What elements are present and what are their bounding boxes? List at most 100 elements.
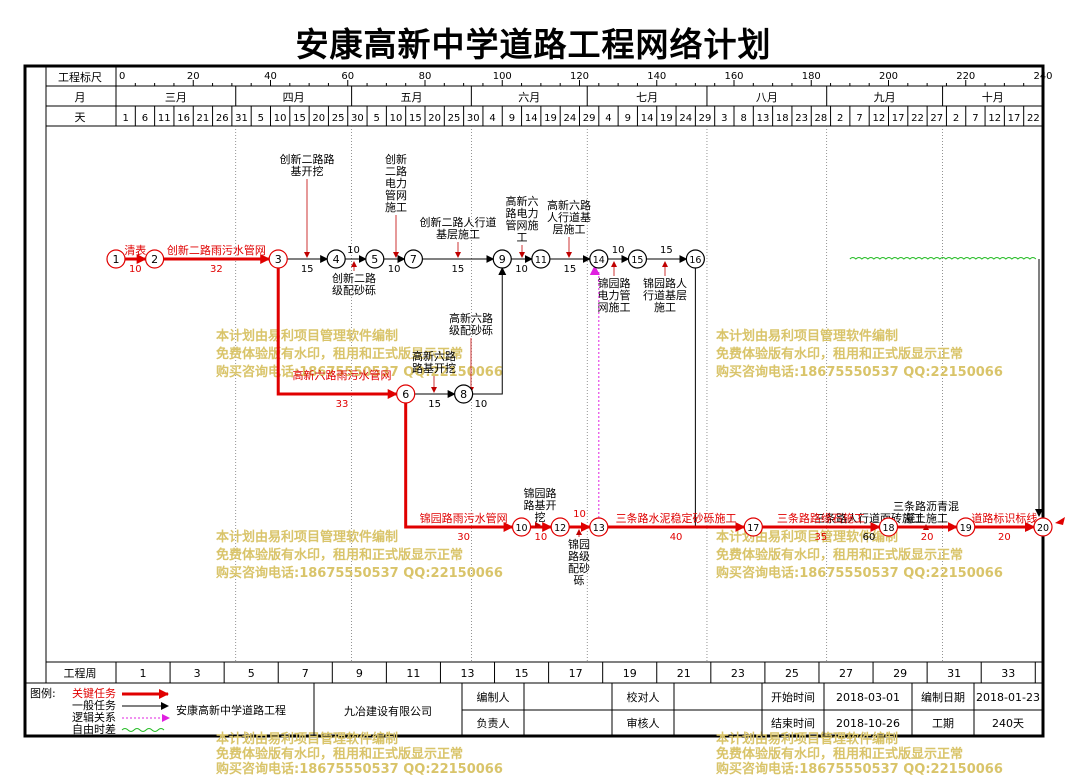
task-duration: 60: [863, 532, 876, 543]
day-label-item: 25: [332, 113, 345, 124]
day-label-item: 6: [142, 113, 148, 124]
day-label-item: 7: [972, 113, 978, 124]
svg-text:免费体验版有水印，租用和正式版显示正常: 免费体验版有水印，租用和正式版显示正常: [216, 746, 463, 762]
day-label-item: 15: [409, 113, 422, 124]
task-duration: 15: [301, 264, 314, 275]
task-duration: 32: [210, 264, 223, 275]
svg-text:本计划由易利项目管理软件编制: 本计划由易利项目管理软件编制: [216, 529, 398, 545]
svg-text:购买咨询电话:18675550537 QQ:22150066: 购买咨询电话:18675550537 QQ:22150066: [216, 364, 503, 380]
task-duration: 10: [475, 399, 488, 410]
event-node-number: 6: [402, 388, 409, 401]
task-name-label: 高新六路人行道基层施工: [547, 198, 591, 236]
event-node: [878, 517, 899, 537]
task-duration: 33: [336, 399, 349, 410]
task-name-label: 清表: [124, 243, 146, 257]
event-node: [685, 249, 705, 269]
event-node-number: 16: [689, 255, 701, 266]
scale-tick-label: 180: [802, 71, 821, 82]
legend-start-label: 开始时间: [771, 690, 815, 704]
day-label-item: 19: [544, 113, 557, 124]
svg-text:本计划由易利项目管理软件编制: 本计划由易利项目管理软件编制: [216, 328, 398, 344]
legend-label: 图例:: [30, 686, 56, 700]
task-name-label: 高新六路路基开挖: [412, 349, 456, 375]
day-label-item: 1: [122, 113, 128, 124]
event-node-number: 3: [275, 253, 282, 266]
task-arrow: [404, 403, 514, 532]
week-label-item: 27: [839, 667, 853, 680]
legend-logic-label: 逻辑关系: [72, 710, 116, 724]
day-label-item: 4: [605, 113, 611, 124]
week-label-item: 29: [893, 667, 907, 680]
day-label-item: 17: [1008, 113, 1021, 124]
task-duration: 30: [457, 532, 470, 543]
task-duration: 10: [535, 532, 548, 543]
day-label-item: 24: [679, 113, 692, 124]
task-name-label: 三条路沥青混凝土施工: [893, 499, 959, 525]
week-label-item: 11: [406, 667, 420, 680]
day-label-item: 11: [158, 113, 171, 124]
watermark-6: 本计划由易利项目管理软件编制 免费体验版有水印，租用和正式版显示正常 购买咨询电…: [716, 731, 1003, 777]
svg-text:本计划由易利项目管理软件编制: 本计划由易利项目管理软件编制: [216, 731, 398, 747]
task-name-label: 锦园路电力管网施工: [598, 276, 631, 314]
task-name-label: 道路标识标线: [971, 511, 1037, 525]
day-label-item: 9: [509, 113, 515, 124]
day-label-item: 9: [625, 113, 631, 124]
task-duration: 15: [428, 399, 441, 410]
week-label-item: 19: [623, 667, 637, 680]
event-node-number: 20: [1037, 523, 1049, 534]
svg-text:购买咨询电话:18675550537 QQ:22150066: 购买咨询电话:18675550537 QQ:22150066: [716, 761, 1003, 777]
task-name-label: 三条路路缘石施工: [777, 511, 865, 525]
task-name-label: 创新二路人行道基层施工: [420, 215, 497, 241]
task-duration: 15: [660, 245, 673, 256]
svg-text:免费体验版有水印，租用和正式版显示正常: 免费体验版有水印，租用和正式版显示正常: [716, 547, 963, 563]
legend-start-value: 2018-03-01: [836, 691, 900, 704]
task-name-label: 锦园路路基开挖: [524, 486, 557, 524]
event-node-number: 7: [410, 253, 417, 266]
legend-critical-label: 关键任务: [72, 686, 116, 700]
legend-end-value: 2018-10-26: [836, 717, 900, 730]
task-name-label: 高新六路雨污水管网: [292, 368, 391, 382]
legend-proofreader: 校对人: [627, 690, 660, 704]
legend-normal-label: 一般任务: [72, 699, 116, 712]
day-label-item: 17: [892, 113, 905, 124]
event-node-number: 12: [554, 523, 566, 534]
day-label-item: 23: [795, 113, 808, 124]
week-label-item: 3: [194, 667, 201, 680]
legend: 图例: 关键任务 一般任务 逻辑关系 自由时差 安康高新中学道路工程 九冶建设有…: [30, 683, 1043, 736]
event-node: [743, 517, 763, 537]
event-node-number: 4: [333, 253, 340, 266]
day-label-item: 30: [467, 113, 480, 124]
month-label-item: 五月: [400, 91, 422, 104]
month-label-item: 九月: [874, 91, 896, 104]
day-label-item: 22: [911, 113, 924, 124]
task-name-label: 三条路人行道面砖施工: [814, 511, 924, 525]
legend-duration-label: 工期: [932, 717, 954, 730]
day-label-item: 5: [258, 113, 264, 124]
month-label-item: 八月: [756, 91, 778, 104]
event-node-number: 15: [631, 255, 643, 266]
task-duration: 10: [515, 264, 528, 275]
scale-tick-label: 60: [341, 71, 354, 82]
svg-text:免费体验版有水印，租用和正式版显示正常: 免费体验版有水印，租用和正式版显示正常: [716, 346, 963, 362]
event-node-number: 2: [151, 253, 158, 266]
task-name-label: 锦园路人行道基层施工: [643, 276, 687, 314]
scale-tick-label: 200: [879, 71, 898, 82]
day-label-item: 20: [312, 113, 325, 124]
day-label: 天: [75, 111, 86, 124]
network-body: 10清表32创新二路雨污水管网15创新二路路基开挖10创新二路级配砂砾10创新二…: [106, 152, 1065, 587]
day-label-item: 31: [235, 113, 248, 124]
svg-text:免费体验版有水印，租用和正式版显示正常: 免费体验版有水印，租用和正式版显示正常: [716, 746, 963, 762]
task-name-label: 锦园路级配砂砾: [568, 537, 590, 587]
day-label-item: 24: [563, 113, 576, 124]
task-duration: 10: [388, 264, 401, 275]
scale-tick-label: 80: [419, 71, 432, 82]
day-label-item: 19: [660, 113, 673, 124]
watermark-2: 本计划由易利项目管理软件编制 免费体验版有水印，租用和正式版显示正常 购买咨询电…: [716, 328, 1003, 380]
day-label-item: 2: [837, 113, 843, 124]
scale-tick-label: 40: [264, 71, 277, 82]
scale-tick-label: 140: [647, 71, 666, 82]
scale-tick-label: 100: [493, 71, 512, 82]
